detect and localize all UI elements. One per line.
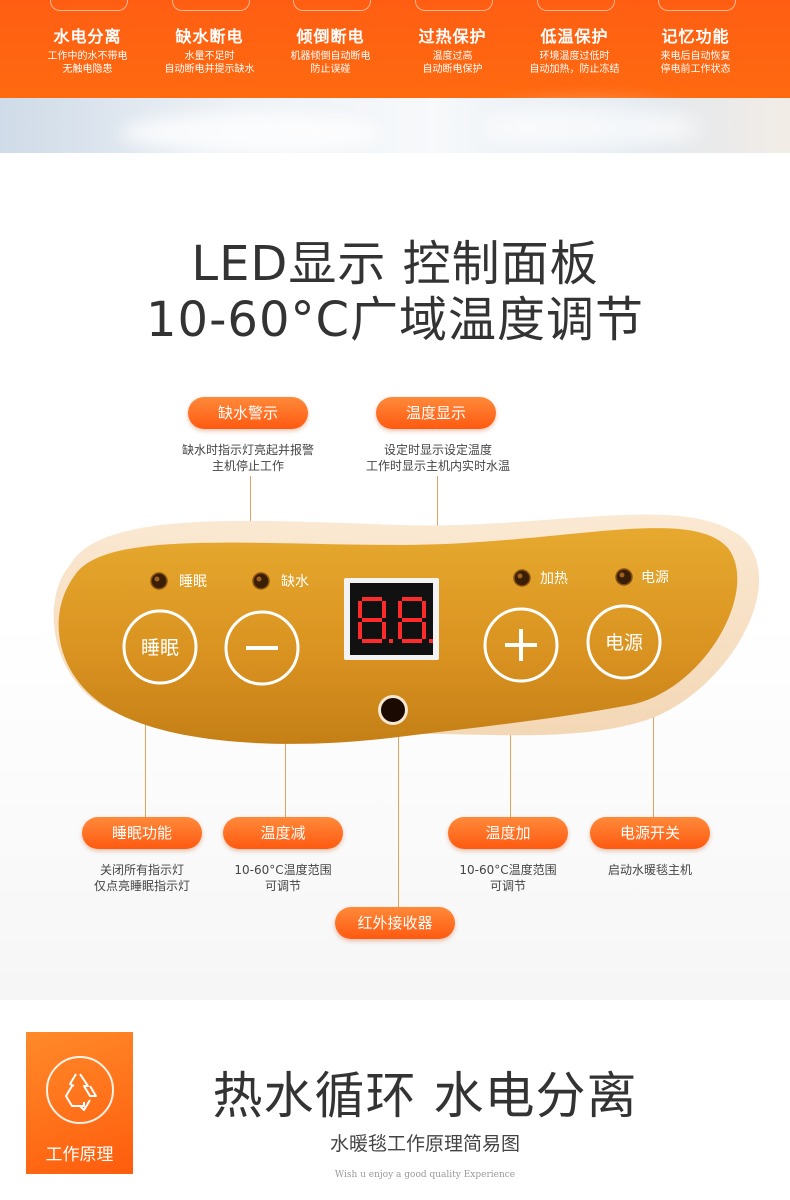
feature-title: 低温保护: [540, 27, 609, 46]
feature-desc: 自动加热，防止冻结: [529, 64, 620, 75]
section-headline: LED显示 控制面板: [191, 236, 599, 292]
connector-line: [285, 678, 286, 818]
callout-desc: 缺水时指示灯亮起并报警 主机停止工作: [181, 443, 314, 473]
callout-sleep-function: 睡眠功能: [82, 817, 202, 849]
feature-title: 记忆功能: [661, 27, 730, 46]
indicator-heat: 加热: [513, 569, 568, 587]
minus-icon: [246, 646, 278, 650]
callout-temp-display: 温度显示: [376, 397, 496, 429]
callout-desc: 10-60°C温度范围 可调节: [234, 863, 332, 893]
section-tagline: Wish u enjoy a good quality Experience: [334, 1170, 516, 1180]
svg-text:缺水: 缺水: [281, 574, 309, 590]
callout-power-switch: 电源开关: [590, 817, 710, 849]
feature-title: 缺水断电: [175, 27, 244, 46]
feature-desc: 环境温度过低时: [539, 51, 610, 62]
callout-desc: 设定时显示设定温度 工作时显示主机内实时水温: [365, 443, 510, 473]
svg-text:电源: 电源: [641, 570, 669, 586]
badge-label: 工作原理: [45, 1145, 114, 1165]
feature-desc: 自动断电并提示缺水: [164, 64, 255, 75]
indicator-water: 缺水: [252, 572, 309, 590]
callout-temp-down: 温度减: [223, 817, 343, 849]
indicator-power: 电源: [615, 568, 669, 586]
feature-banner: 水电分离 工作中的水不带电 无触电隐患 缺水断电 水量不足时 自动断电并提示缺水…: [0, 0, 790, 98]
sleep-button[interactable]: 睡眠: [122, 609, 198, 685]
svg-text:睡眠: 睡眠: [141, 637, 179, 659]
control-panel: 睡眠 缺水 加热 电源: [53, 514, 760, 744]
svg-text:睡眠: 睡眠: [179, 574, 207, 590]
section-subheadline: 10-60°C广域温度调节: [146, 292, 644, 348]
connector-line: [145, 678, 146, 818]
led-digit: [358, 597, 393, 643]
ir-receiver-sensor: [378, 695, 408, 725]
callout-water-warning: 缺水警示: [188, 397, 308, 429]
feature-title: 过热保护: [418, 27, 487, 46]
feature-desc: 无触电隐患: [62, 64, 113, 75]
led-display: [344, 578, 439, 660]
recycle-icon: [65, 1073, 97, 1111]
feature-desc: 停电前工作状态: [660, 64, 731, 75]
feature-title: 倾倒断电: [296, 27, 365, 46]
feature-desc: 来电后自动恢复: [660, 51, 731, 62]
feature-desc: 温度过高: [432, 51, 473, 62]
led-digit: [398, 597, 433, 643]
connector-line: [398, 722, 399, 908]
callout-desc: 关闭所有指示灯 仅点亮睡眠指示灯: [93, 863, 190, 893]
feature-desc: 工作中的水不带电: [47, 51, 128, 62]
callout-temp-up: 温度加: [448, 817, 568, 849]
background-strip: [0, 98, 790, 153]
feature-desc: 防止误碰: [310, 64, 351, 75]
section-subtitle: 水暖毯工作原理简易图: [329, 1133, 520, 1155]
connector-line: [653, 712, 654, 818]
callout-desc: 10-60°C温度范围 可调节: [459, 863, 557, 893]
indicator-sleep: 睡眠: [150, 572, 207, 590]
temp-minus-button[interactable]: [224, 610, 300, 686]
working-principle-badge: 工作原理: [26, 1032, 133, 1174]
temp-plus-button[interactable]: [483, 607, 559, 683]
feature-desc: 机器倾倒自动断电: [290, 51, 371, 62]
feature-title: 水电分离: [53, 27, 122, 46]
callout-ir-receiver: 红外接收器: [335, 907, 455, 939]
section-title: 热水循环 水电分离: [212, 1067, 638, 1125]
connector-line: [510, 678, 511, 818]
svg-text:加热: 加热: [540, 571, 568, 587]
svg-text:电源: 电源: [605, 632, 643, 654]
feature-desc: 自动断电保护: [422, 64, 483, 75]
feature-desc: 水量不足时: [184, 51, 235, 62]
callout-desc: 启动水暖毯主机: [607, 863, 692, 877]
power-button[interactable]: 电源: [586, 604, 662, 680]
